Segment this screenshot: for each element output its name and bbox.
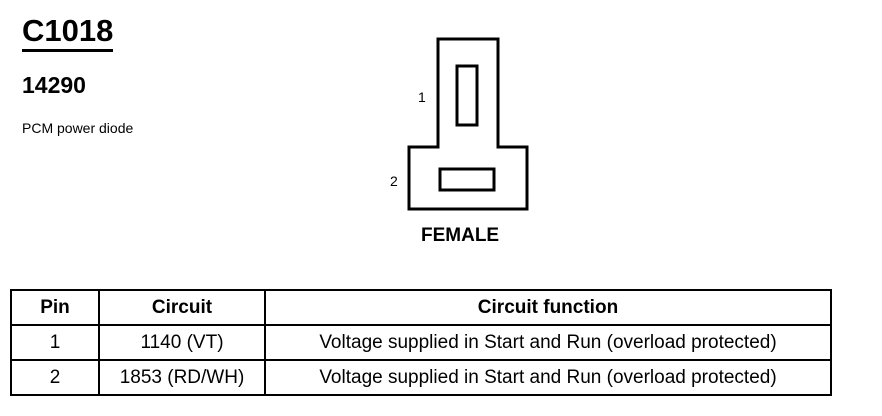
cell-pin: 2 bbox=[10, 359, 100, 396]
connector-housing bbox=[407, 37, 529, 211]
cell-circuit: 1853 (RD/WH) bbox=[98, 359, 266, 396]
table-row: 2 1853 (RD/WH) Voltage supplied in Start… bbox=[10, 359, 832, 396]
pin-label-2: 2 bbox=[390, 173, 398, 189]
pinout-table: Pin Circuit Circuit function 1 1140 (VT)… bbox=[10, 289, 832, 396]
connector-id: C1018 bbox=[22, 14, 114, 52]
connector-face-diagram: 1 2 bbox=[390, 37, 529, 211]
header-circuit-function: Circuit function bbox=[264, 289, 832, 326]
cell-pin: 1 bbox=[10, 324, 100, 361]
connector-face-label: FEMALE bbox=[421, 225, 500, 246]
header-pin: Pin bbox=[10, 289, 100, 326]
table-header-row: Pin Circuit Circuit function bbox=[10, 289, 832, 326]
cell-function: Voltage supplied in Start and Run (overl… bbox=[264, 324, 832, 361]
terminal-cavity-2 bbox=[438, 167, 496, 192]
cell-circuit: 1140 (VT) bbox=[98, 324, 266, 361]
cell-function: Voltage supplied in Start and Run (overl… bbox=[264, 359, 832, 396]
header-circuit: Circuit bbox=[98, 289, 266, 326]
connector-description: PCM power diode bbox=[22, 120, 134, 136]
terminal-cavity-1 bbox=[455, 64, 479, 127]
part-number: 14290 bbox=[22, 72, 86, 98]
table-row: 1 1140 (VT) Voltage supplied in Start an… bbox=[10, 324, 832, 361]
pin-label-1: 1 bbox=[418, 89, 426, 105]
